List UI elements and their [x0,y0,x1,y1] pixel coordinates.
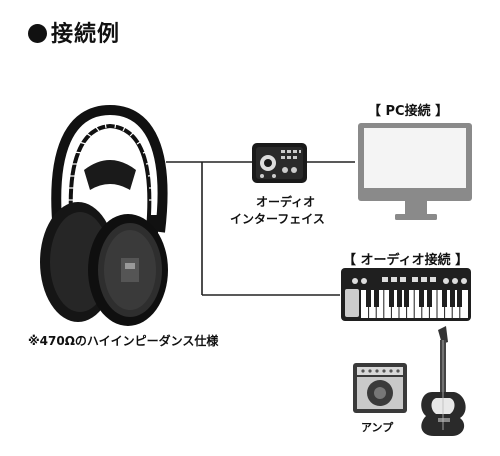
interface-label-line2: インターフェイス [230,212,325,226]
guitar-icon [421,326,466,436]
audio-connection-title: 【 オーディオ接続 】 [343,253,469,268]
headphones-icon [40,104,168,326]
connection-lines [166,161,355,296]
audio-interface-icon [252,143,307,183]
interface-label-line1: オーディオ [256,195,316,209]
amp-label: アンプ [361,421,394,434]
page-title-text: 接続例 [51,22,121,47]
amp-icon [353,363,407,413]
impedance-note: ※470Ωのハイインピーダンス仕様 [28,334,219,348]
monitor-icon [358,123,472,220]
keyboard-icon [341,268,471,321]
bullet-dot-icon [28,24,47,43]
page-title: 接続例 [28,16,120,48]
pc-connection-title: 【 PC接続 】 [368,104,449,119]
